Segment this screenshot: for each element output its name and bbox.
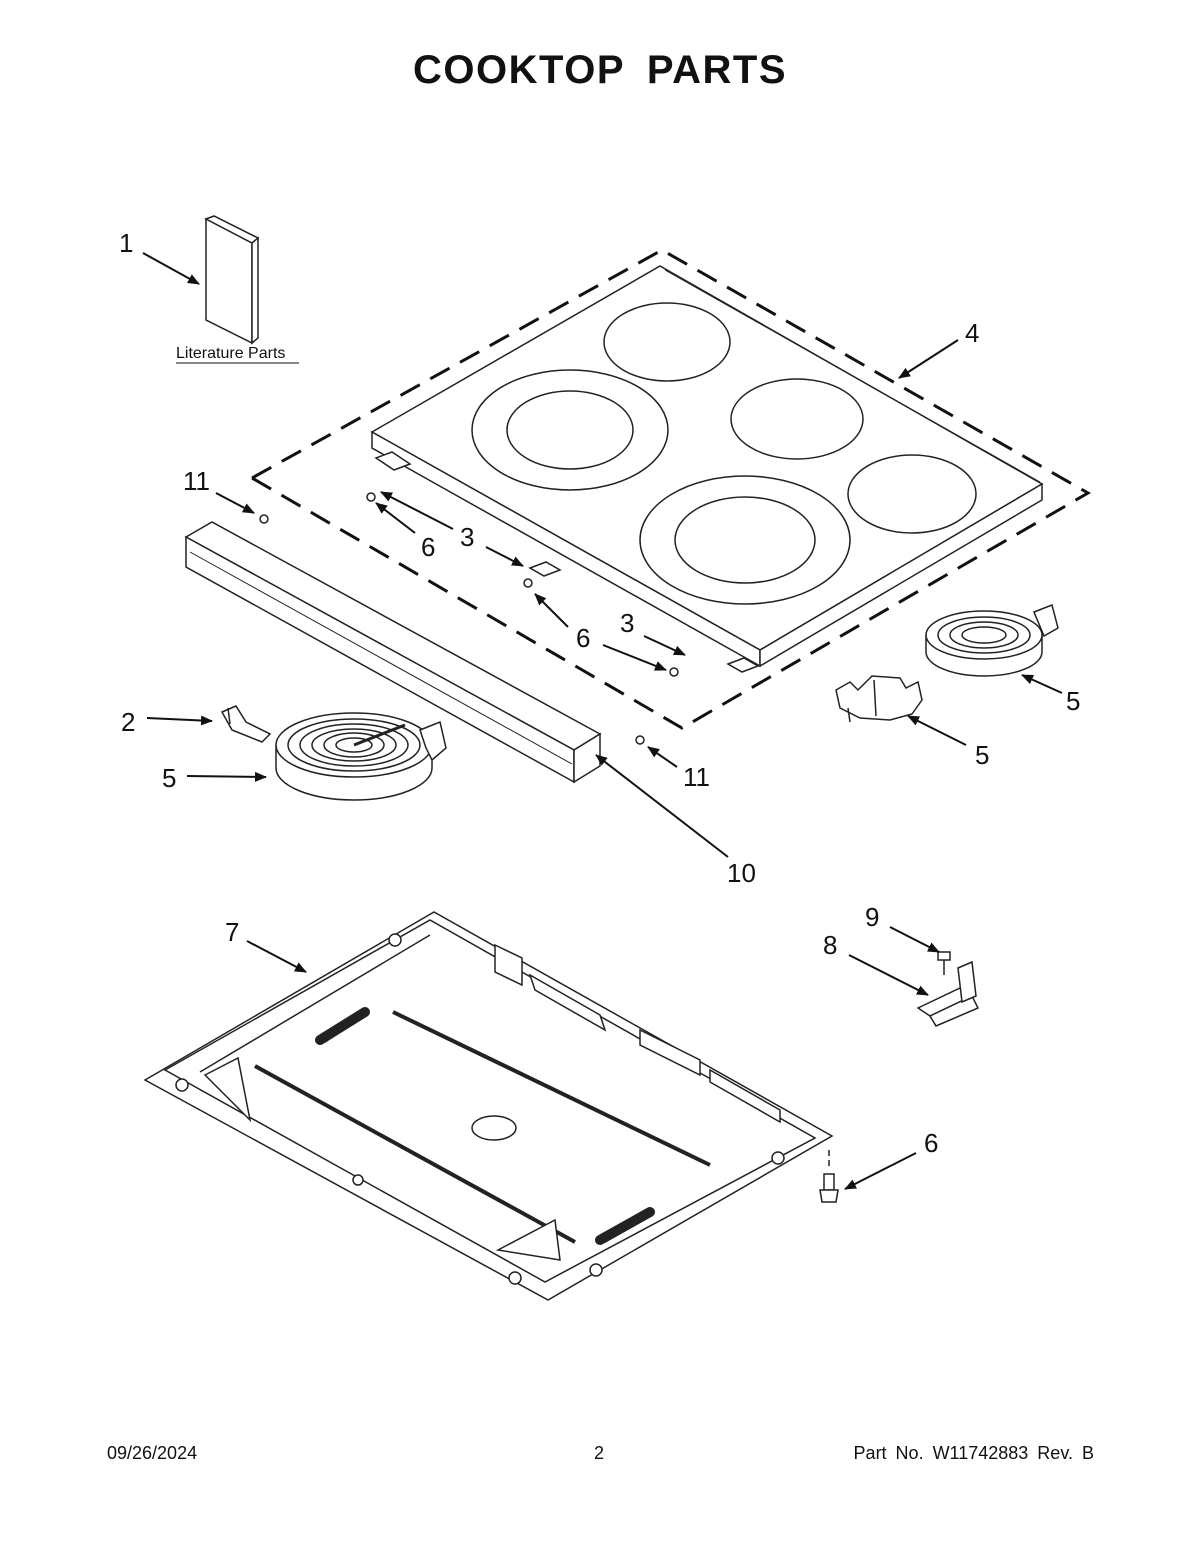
screws <box>259 492 679 745</box>
burner-front-inner <box>674 496 816 584</box>
callout-7: 7 <box>225 917 239 947</box>
callout-1: 1 <box>119 228 133 258</box>
burner-shield <box>835 675 923 723</box>
callout-9: 9 <box>865 902 879 932</box>
footer-page-number: 2 <box>594 1443 605 1463</box>
burner-element-right <box>925 603 1059 677</box>
burner-rear-left <box>603 302 731 382</box>
burner-left-outer <box>471 369 669 491</box>
footer-date: 09/26/2024 <box>107 1443 198 1463</box>
cooktop-base-panel <box>143 911 834 1301</box>
burner-rear-right <box>730 378 864 460</box>
burner-element-left <box>275 712 447 801</box>
callout-11-right: 11 <box>683 762 710 792</box>
screw-6-c <box>669 667 679 677</box>
screw-11-right <box>635 735 645 745</box>
callout-5-shield: 5 <box>975 740 989 770</box>
callout-3-right: 3 <box>620 608 634 638</box>
screw-6-a <box>366 492 376 502</box>
clip <box>220 705 272 743</box>
page-title: COOKTOP PARTS <box>413 48 787 92</box>
callout-5-left: 5 <box>162 763 176 793</box>
screw-6-b <box>523 578 533 588</box>
literature-parts-booklet <box>204 215 260 345</box>
callout-6-base: 6 <box>924 1128 938 1158</box>
leader-lines <box>142 252 1063 1190</box>
callout-2: 2 <box>121 707 135 737</box>
callout-4: 4 <box>965 318 979 348</box>
burner-front-outer <box>639 475 851 605</box>
callout-5-right: 5 <box>1066 686 1080 716</box>
footer-part-number: Part No. W11742883 Rev. B <box>853 1443 1094 1463</box>
callout-8: 8 <box>823 930 837 960</box>
callout-11-left: 11 <box>183 466 210 496</box>
leveling-screw <box>819 1150 839 1203</box>
screw-9 <box>937 951 951 975</box>
callout-10: 10 <box>727 858 756 888</box>
burner-left-inner <box>506 390 634 470</box>
bracket <box>916 960 980 1027</box>
cooktop-glass-top <box>370 265 1044 673</box>
callout-6-mid: 6 <box>576 623 590 653</box>
screw-11-left <box>259 514 269 524</box>
literature-parts-label: Literature Parts <box>176 345 285 362</box>
callout-3-left: 3 <box>460 522 474 552</box>
burner-right <box>847 454 977 534</box>
cooktop-assembly-boundary <box>248 248 1092 730</box>
front-trim-bar <box>184 521 602 784</box>
callout-6-left: 6 <box>421 532 435 562</box>
